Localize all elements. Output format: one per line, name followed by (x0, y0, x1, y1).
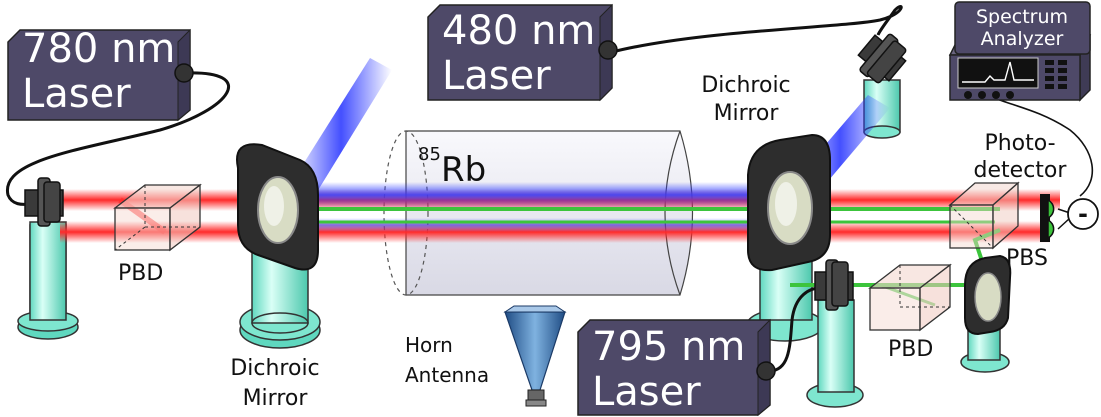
pbd-left-crystal (113, 183, 202, 252)
fiber-coupler-795 (814, 259, 854, 311)
laser-795-label-1: 795 nm (592, 324, 745, 370)
laser-795-label-2: Laser (592, 369, 701, 415)
pbs-cube (948, 181, 1020, 250)
rb-element: Rb (441, 150, 486, 190)
dichroic-mirror-left (236, 143, 319, 271)
laser-795-box (577, 318, 776, 417)
laser-780-label-1: 780 nm (22, 26, 175, 72)
horn-label-2: Antenna (405, 363, 489, 387)
analyzer-screen (957, 57, 1039, 89)
photodetector-label-1: Photo- (984, 131, 1055, 156)
fiber-coupler-780 (24, 177, 64, 227)
dichroic-right-label-1: Dichroic (701, 73, 790, 98)
pbd-left-label: PBD (118, 261, 163, 286)
laser-780-box (7, 28, 194, 122)
rb-mass-number: 85 (418, 144, 441, 165)
pbs-label: PBS (1006, 246, 1048, 271)
post-fiber-795 (806, 299, 864, 408)
dichroic-mirror-right (747, 133, 831, 272)
spectrum-analyzer (948, 1, 1092, 102)
spectrum-analyzer-label-1: Spectrum (976, 6, 1068, 28)
beam-blue-exit (290, 58, 392, 200)
dichroic-left-label-2: Mirror (243, 386, 309, 411)
fiber-port-780 (174, 63, 194, 83)
laser-480-label-1: 480 nm (442, 8, 595, 54)
fiber-coupler-480 (857, 33, 907, 84)
analyzer-trace-icon (962, 61, 1034, 83)
dichroic-left-label-1: Dichroic (230, 356, 319, 381)
detector-cable (994, 97, 1094, 197)
photodetector-label-2: detector (974, 158, 1068, 183)
photodetector (1040, 194, 1099, 242)
dichroic-right-label-2: Mirror (714, 101, 780, 126)
spectrum-analyzer-label-2: Analyzer (981, 28, 1064, 50)
laser-480-label-2: Laser (442, 53, 551, 99)
laser-480-box (427, 3, 618, 102)
fiber-port-480 (598, 40, 618, 60)
pbd-right-label: PBD (888, 337, 933, 362)
horn-label-1: Horn (405, 333, 453, 357)
fiber-cable-480 (611, 5, 903, 54)
fiber-cable-780 (6, 71, 231, 206)
laser-780-label-2: Laser (22, 71, 131, 117)
mirror-right-small (964, 254, 1012, 336)
differential-sign: - (1078, 200, 1088, 228)
fiber-cable-795 (769, 286, 821, 373)
fiber-port-795 (756, 361, 776, 381)
horn-antenna (503, 305, 567, 407)
pbd-right-crystal (868, 263, 952, 332)
